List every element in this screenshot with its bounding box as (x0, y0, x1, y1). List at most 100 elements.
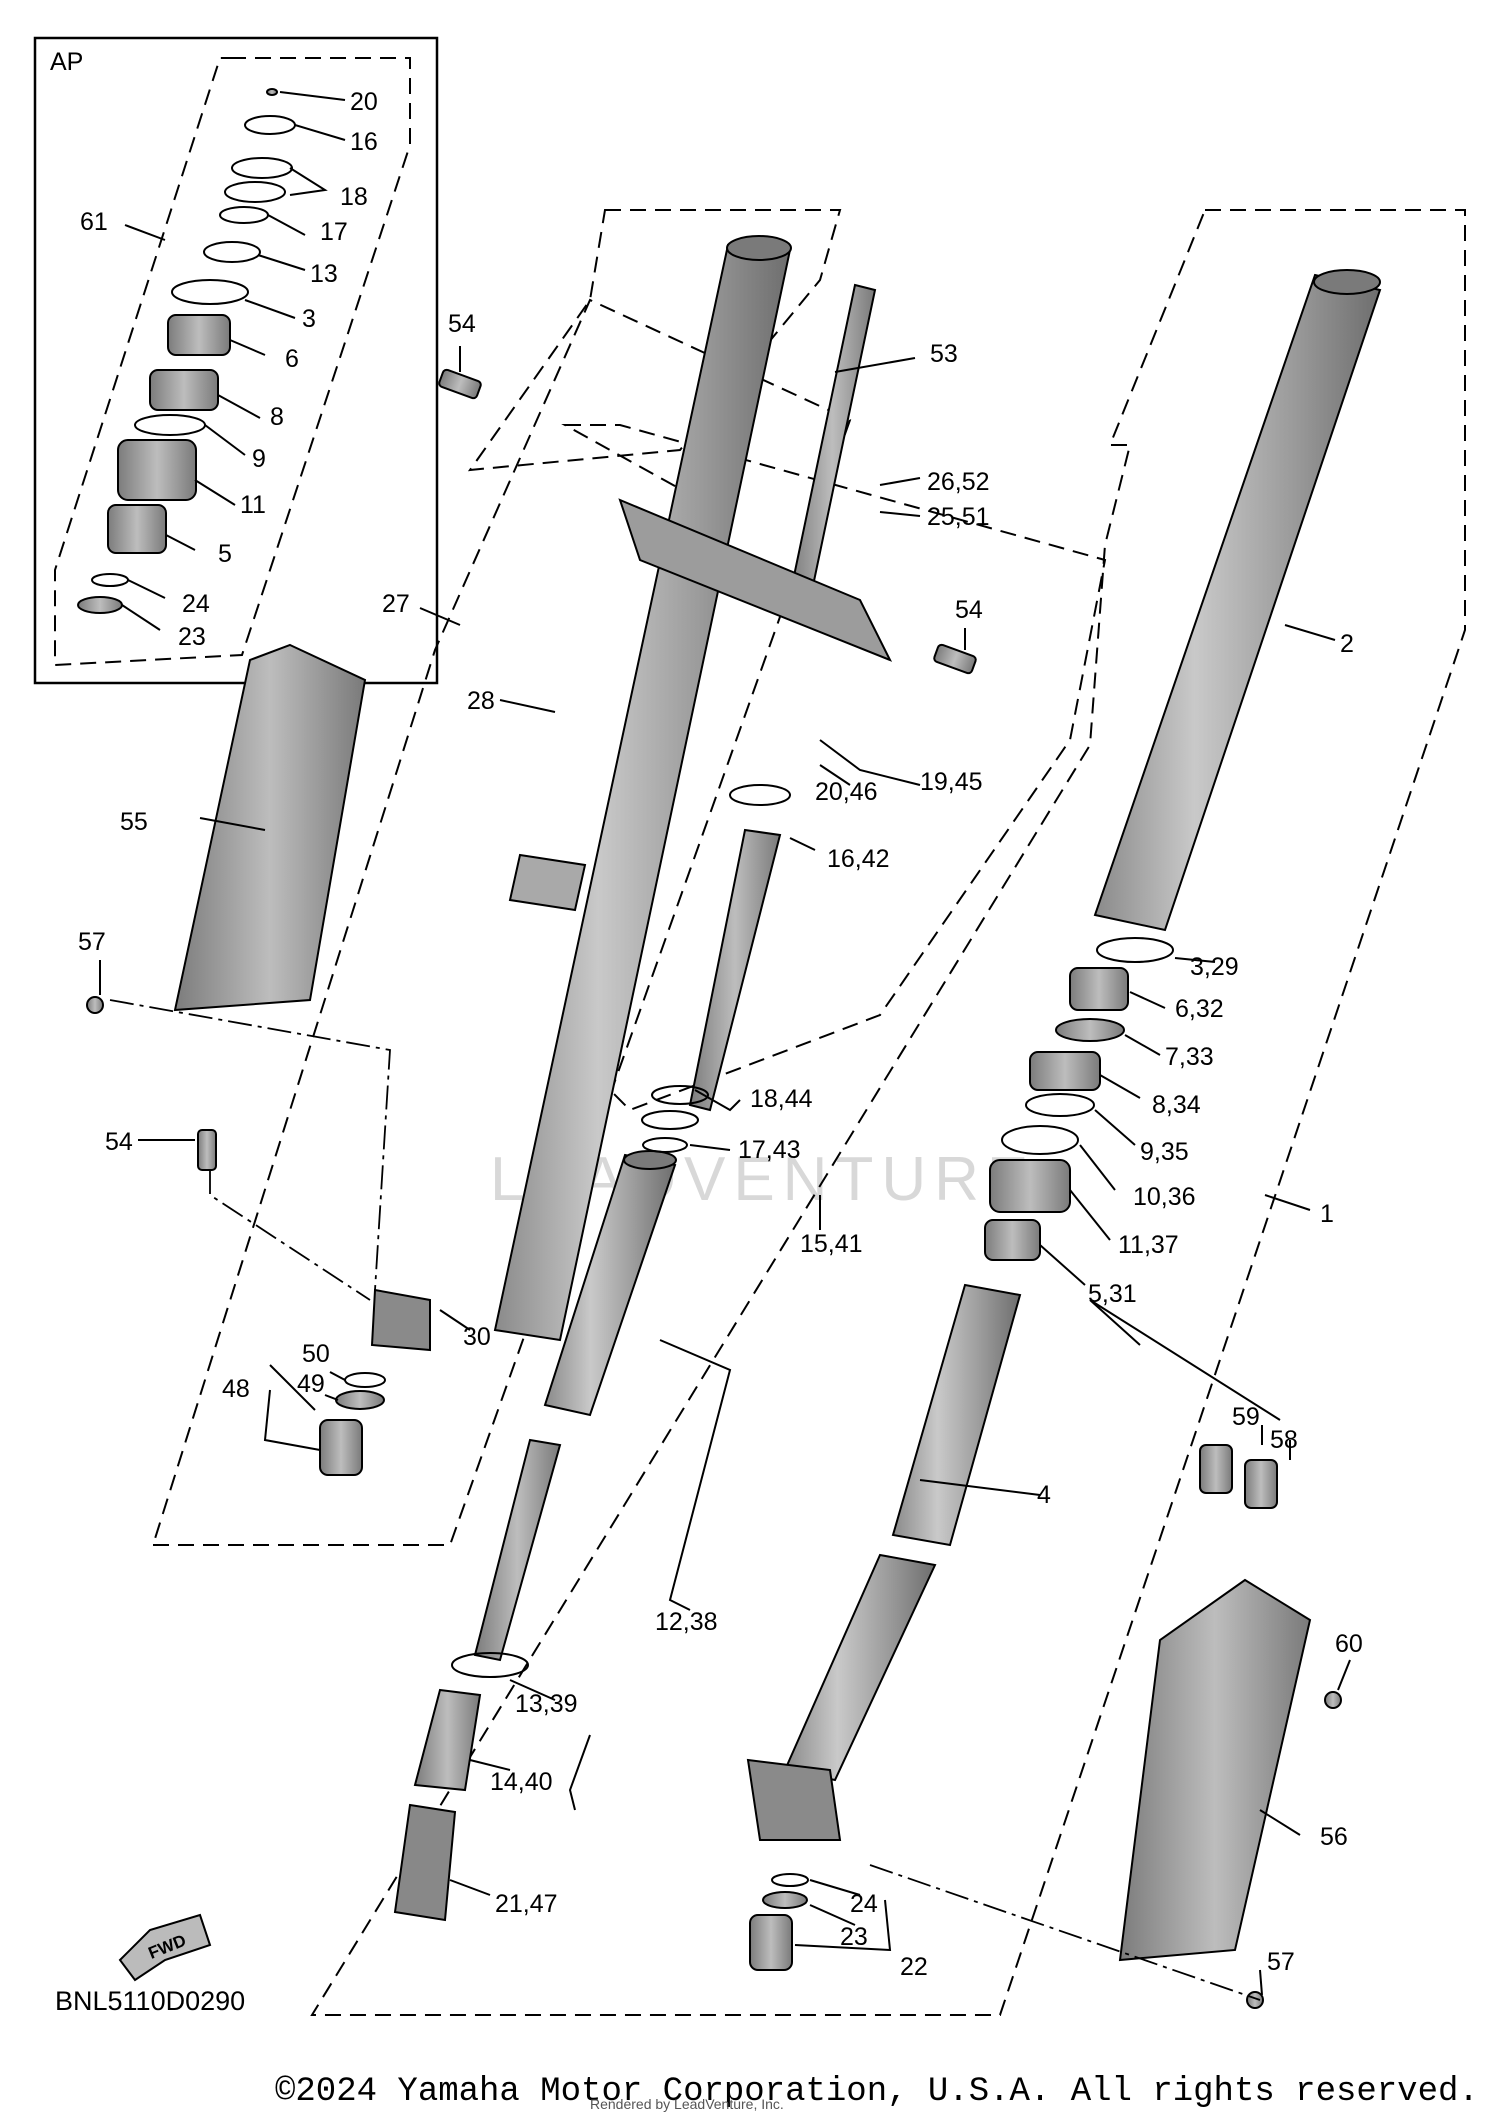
kit-part-11 (117, 439, 197, 501)
kit-part-9 (134, 414, 206, 436)
callout-c53: 53 (930, 340, 958, 368)
kit-part-16 (244, 115, 296, 135)
kit-part-23 (77, 596, 123, 614)
callout-c58: 58 (1270, 1426, 1298, 1454)
callout-c4: 4 (1037, 1481, 1051, 1509)
callout-c16b: 16,42 (827, 845, 890, 873)
bolt-54-right (933, 643, 977, 675)
bush-5-31 (984, 1219, 1041, 1261)
callout-c13b: 13,39 (515, 1690, 578, 1718)
fork-guard-56 (1118, 1578, 1312, 1962)
spring-21-47 (393, 1803, 457, 1922)
callout-c57a: 57 (78, 928, 106, 956)
cartridge-group-outline (561, 424, 1107, 1112)
bolt-54-top (438, 368, 482, 400)
bolt-57-left (86, 996, 104, 1014)
kit-part-3 (171, 279, 249, 305)
callout-c1: 1 (1320, 1200, 1334, 1228)
kit-part-24 (91, 573, 129, 587)
callout-c7: 7,33 (1165, 1043, 1214, 1071)
kit-inner-outline (54, 57, 411, 667)
clip-9-35 (1025, 1093, 1095, 1117)
seal-11-37 (989, 1159, 1071, 1213)
callout-c5b: 5,31 (1088, 1280, 1137, 1308)
oring-50 (344, 1372, 386, 1388)
callout-c22: 22 (900, 1953, 928, 1981)
callout-c56: 56 (1320, 1823, 1348, 1851)
callout-c8b: 8,34 (1152, 1091, 1201, 1119)
callout-c11b: 11,37 (1118, 1231, 1179, 1259)
callout-c13a: 13 (310, 260, 338, 288)
callout-c20b: 20,46 (815, 778, 878, 806)
callout-c9a: 9 (252, 445, 266, 473)
oring-24-bottom (771, 1873, 809, 1887)
diagram-code: BNL5110D0290 (55, 1986, 245, 2016)
callout-c15: 15,41 (800, 1230, 863, 1258)
callout-c3a: 3 (302, 305, 316, 333)
kit-part-13 (203, 241, 261, 263)
callout-c54a: 54 (448, 310, 476, 338)
washer-49 (335, 1390, 385, 1410)
fork-guard-55 (173, 643, 367, 1012)
bolt-48 (319, 1419, 363, 1476)
callout-c30: 30 (463, 1323, 491, 1351)
damper-rod-15 (688, 828, 782, 1112)
callout-c17b: 17,43 (738, 1136, 801, 1164)
rendered-by-text: Rendered by LeadVenture, Inc. (590, 2096, 784, 2112)
bolt-22 (749, 1914, 793, 1971)
callout-c59: 59 (1232, 1403, 1260, 1431)
callout-c26: 26,52 (927, 468, 990, 496)
oring-16-42 (729, 784, 791, 806)
callout-c27: 27 (382, 590, 410, 618)
callout-c25: 25,51 (927, 503, 990, 531)
bolt-60 (1324, 1691, 1342, 1709)
callout-c14: 14,40 (490, 1768, 553, 1796)
callout-c20a: 20 (350, 88, 378, 116)
callout-c9b: 9,35 (1140, 1138, 1189, 1166)
damper-cartridge-12 (473, 1150, 677, 1662)
callout-c18a: 18 (340, 183, 368, 211)
right-fork-group-outline (310, 209, 1466, 2016)
callout-c23b: 23 (840, 1923, 868, 1951)
callout-c6b: 6,32 (1175, 995, 1224, 1023)
base-valve-14-40 (413, 1688, 482, 1792)
seal-8-34 (1029, 1051, 1101, 1091)
callout-c24b: 24 (850, 1890, 878, 1918)
kit-box-label: AP (50, 48, 83, 76)
callout-c19: 19,45 (920, 768, 983, 796)
outer-tube-28 (370, 235, 792, 1352)
outer-tube-2 (1093, 269, 1382, 932)
kit-part-6 (167, 314, 231, 356)
oring-13-39 (451, 1652, 529, 1678)
callout-c24a: 24 (182, 590, 210, 618)
callout-c23a: 23 (178, 623, 206, 651)
oring-17-43 (642, 1137, 688, 1153)
inner-tube-4 (891, 1283, 1022, 1547)
callout-c17a: 17 (320, 218, 348, 246)
callout-c61: 61 (80, 208, 108, 236)
seal-10-36 (1001, 1125, 1079, 1155)
kit-part-18a (231, 157, 293, 179)
steering-stem-53 (618, 283, 893, 662)
callout-c49: 49 (297, 1370, 325, 1398)
callout-c11a: 11 (240, 491, 266, 519)
callout-c5a: 5 (218, 540, 232, 568)
callout-c55: 55 (120, 808, 148, 836)
callout-c54b: 54 (955, 596, 983, 624)
lower-fork-leg (746, 1553, 937, 1841)
bush-6-32 (1069, 967, 1129, 1011)
fwd-arrow: FWD (118, 1913, 212, 1982)
callout-c57b: 57 (1267, 1948, 1295, 1976)
callout-c48: 48 (222, 1375, 250, 1403)
callout-c6a: 6 (285, 345, 299, 373)
washer-23-bottom (762, 1891, 808, 1909)
kit-part-18b (224, 181, 286, 203)
callout-c3b: 3,29 (1190, 953, 1239, 981)
kit-part-5 (107, 504, 167, 554)
callout-c28: 28 (467, 687, 495, 715)
callout-c12: 12,38 (655, 1608, 718, 1636)
kit-part-20 (266, 88, 278, 96)
copyright-text: ©2024 Yamaha Motor Corporation, U.S.A. A… (275, 2073, 1479, 2111)
